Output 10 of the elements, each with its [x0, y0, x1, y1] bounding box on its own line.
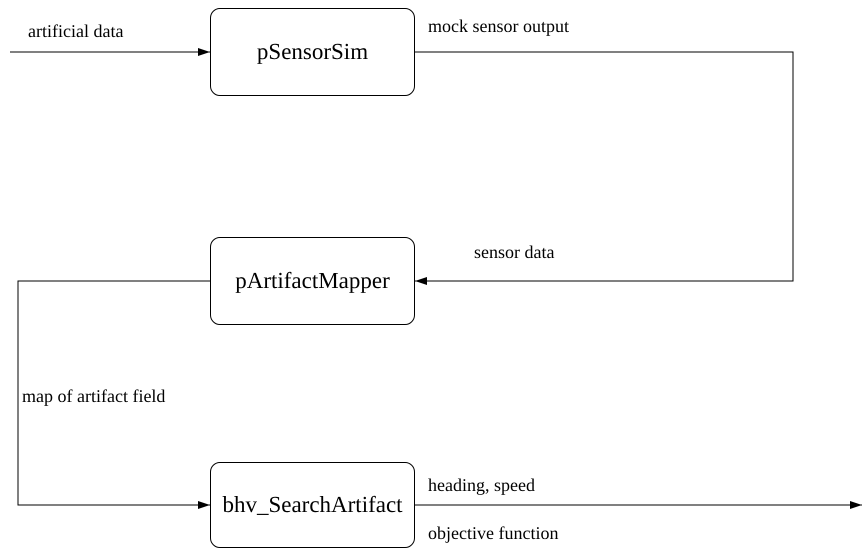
process-box [210, 8, 415, 96]
process-box [210, 237, 415, 325]
box-label: pSensorSim [256, 38, 368, 66]
process-box [210, 462, 415, 548]
box-label: pArtifactMapper [235, 266, 390, 295]
arrow [414, 501, 862, 509]
arrow [414, 52, 794, 285]
box-label: bhv_SearchArtifact [222, 490, 403, 519]
arrow [18, 280, 210, 509]
arrow [10, 48, 210, 56]
